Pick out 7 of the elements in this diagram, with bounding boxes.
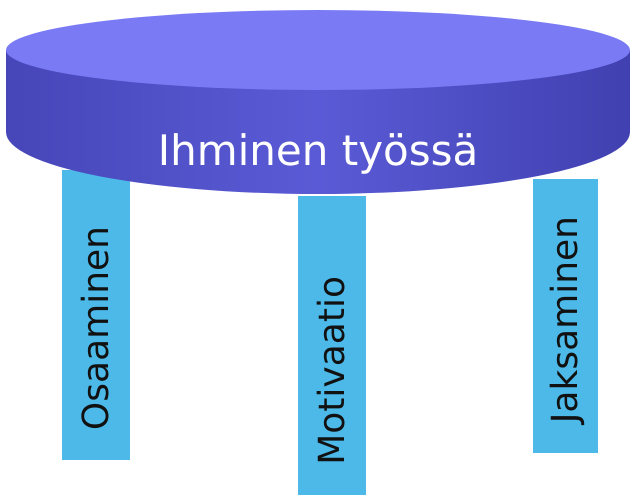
- stool-leg: [298, 196, 366, 495]
- leg-label: Jaksaminen: [545, 216, 586, 423]
- stool-leg: [62, 170, 130, 460]
- stool-leg: [533, 179, 598, 453]
- leg-label: Motivaatio: [312, 276, 352, 465]
- tabletop-label: Ihminen työssä: [156, 126, 480, 175]
- leg-label: Osaaminen: [76, 226, 116, 430]
